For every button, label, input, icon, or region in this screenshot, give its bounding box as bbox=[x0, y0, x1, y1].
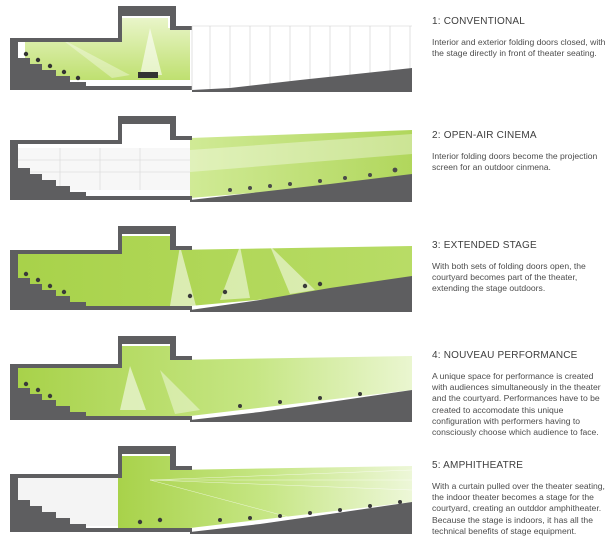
scenario-heading: 5: AMPHITHEATRE bbox=[432, 460, 524, 471]
scenario-row-2: 2: OPEN-AIR CINEMA Interior folding door… bbox=[0, 110, 612, 220]
scenario-heading: 3: EXTENDED STAGE bbox=[432, 240, 537, 251]
section-drawing-conventional bbox=[10, 6, 412, 92]
section-drawing-nouveau-performance bbox=[10, 336, 412, 422]
scenario-text-4: 4: NOUVEAU PERFORMANCE A unique space fo… bbox=[432, 350, 610, 438]
scenario-description: With a curtain pulled over the theater s… bbox=[432, 481, 605, 536]
scenario-row-3: 3: EXTENDED STAGE With both sets of fold… bbox=[0, 220, 612, 330]
section-drawing-amphitheatre bbox=[10, 446, 413, 534]
scenario-text-3: 3: EXTENDED STAGE With both sets of fold… bbox=[432, 240, 610, 295]
scenario-text-1: 1: CONVENTIONAL Interior and exterior fo… bbox=[432, 16, 610, 59]
section-drawing-open-air-cinema bbox=[10, 116, 412, 202]
scenario-description: Interior folding doors become the projec… bbox=[432, 151, 598, 173]
scenario-text-2: 2: OPEN-AIR CINEMA Interior folding door… bbox=[432, 130, 610, 173]
scenario-row-5: 5: AMPHITHEATRE With a curtain pulled ov… bbox=[0, 440, 612, 550]
scenario-heading: 2: OPEN-AIR CINEMA bbox=[432, 130, 537, 141]
scenario-text-5: 5: AMPHITHEATRE With a curtain pulled ov… bbox=[432, 460, 610, 537]
scenario-description: A unique space for performance is create… bbox=[432, 371, 601, 438]
scenario-row-1: 1: CONVENTIONAL Interior and exterior fo… bbox=[0, 0, 612, 110]
scenario-description: With both sets of folding doors open, th… bbox=[432, 261, 586, 294]
scenario-description: Interior and exterior folding doors clos… bbox=[432, 37, 606, 59]
scenario-heading: 1: CONVENTIONAL bbox=[432, 16, 526, 27]
scenario-heading: 4: NOUVEAU PERFORMANCE bbox=[432, 350, 578, 361]
section-drawing-extended-stage bbox=[10, 226, 412, 312]
scenario-row-4: 4: NOUVEAU PERFORMANCE A unique space fo… bbox=[0, 330, 612, 440]
